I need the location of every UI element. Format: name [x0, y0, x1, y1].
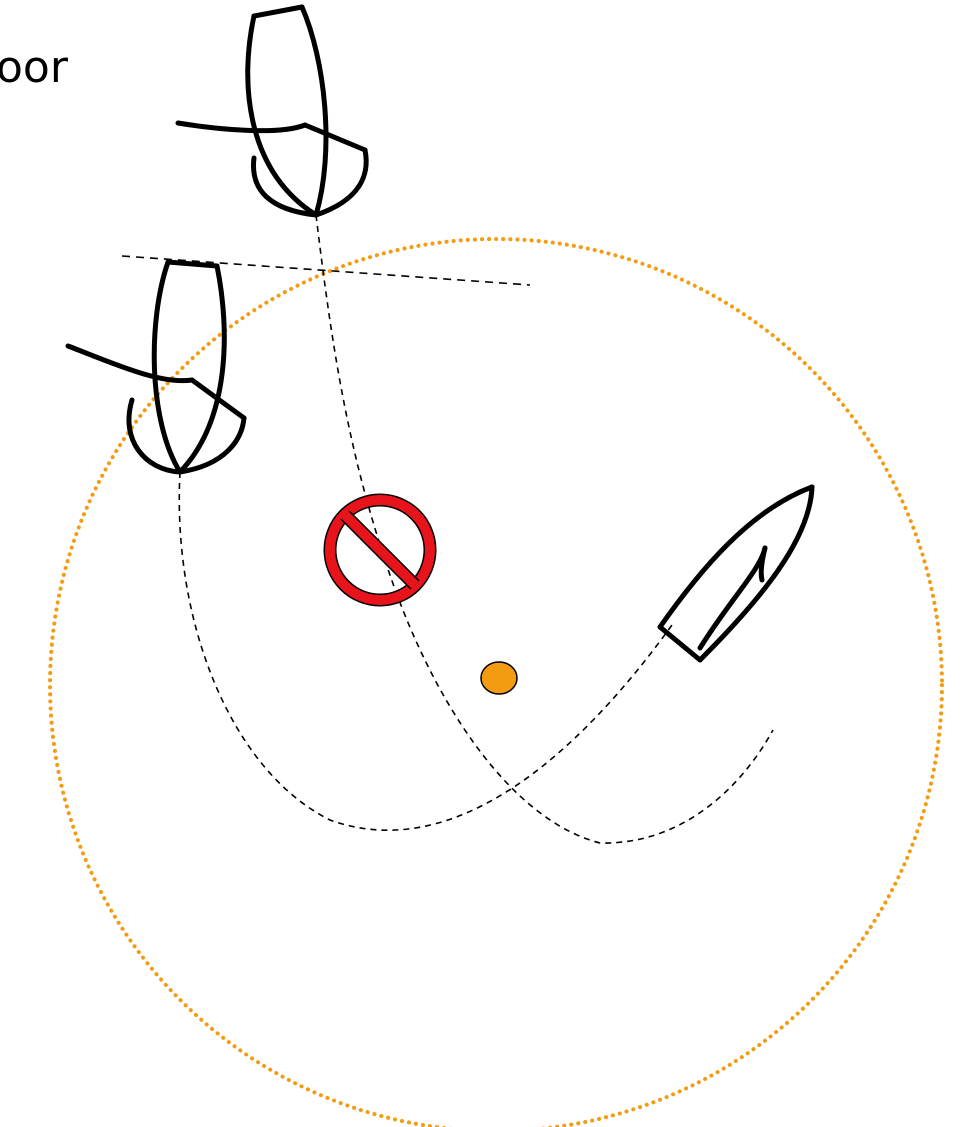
no-entry-icon	[330, 500, 430, 600]
boat-icon	[178, 7, 366, 215]
abeam-line	[122, 256, 530, 285]
top-boat-track	[316, 215, 773, 843]
boat-icon	[660, 487, 812, 660]
mark-buoy-icon	[481, 662, 517, 694]
boat-icon	[68, 262, 244, 472]
label-text: oor	[0, 42, 69, 93]
